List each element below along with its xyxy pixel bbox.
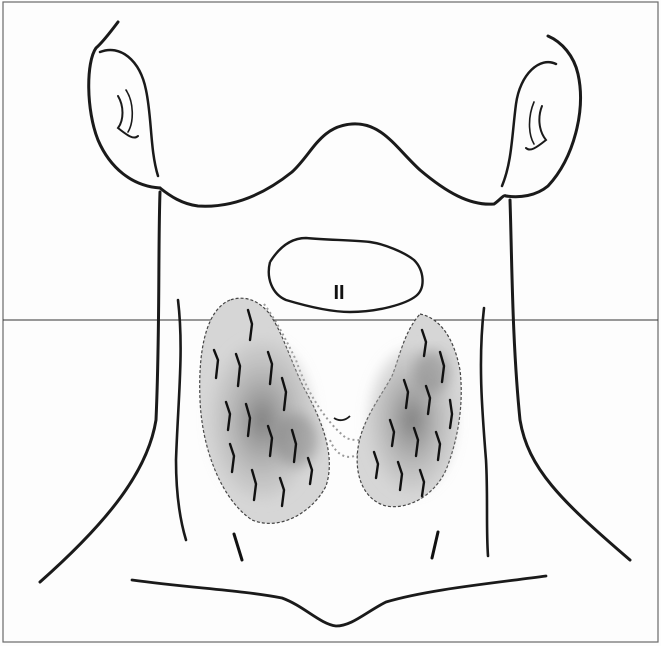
jaw-line xyxy=(160,124,506,206)
dotted-central-region-lower xyxy=(330,440,360,457)
left-ear xyxy=(89,22,160,188)
isthmus-mark xyxy=(334,416,350,420)
region-label-ii: II xyxy=(333,282,344,304)
lower-marks xyxy=(234,532,438,560)
clavicle-line xyxy=(132,576,546,626)
left-shaded-lobe xyxy=(200,298,330,523)
frame-border xyxy=(3,2,658,642)
right-shaded-lobe xyxy=(357,314,461,507)
right-ear xyxy=(502,36,580,197)
larynx-outline xyxy=(269,238,423,312)
neck-outline xyxy=(40,192,630,582)
